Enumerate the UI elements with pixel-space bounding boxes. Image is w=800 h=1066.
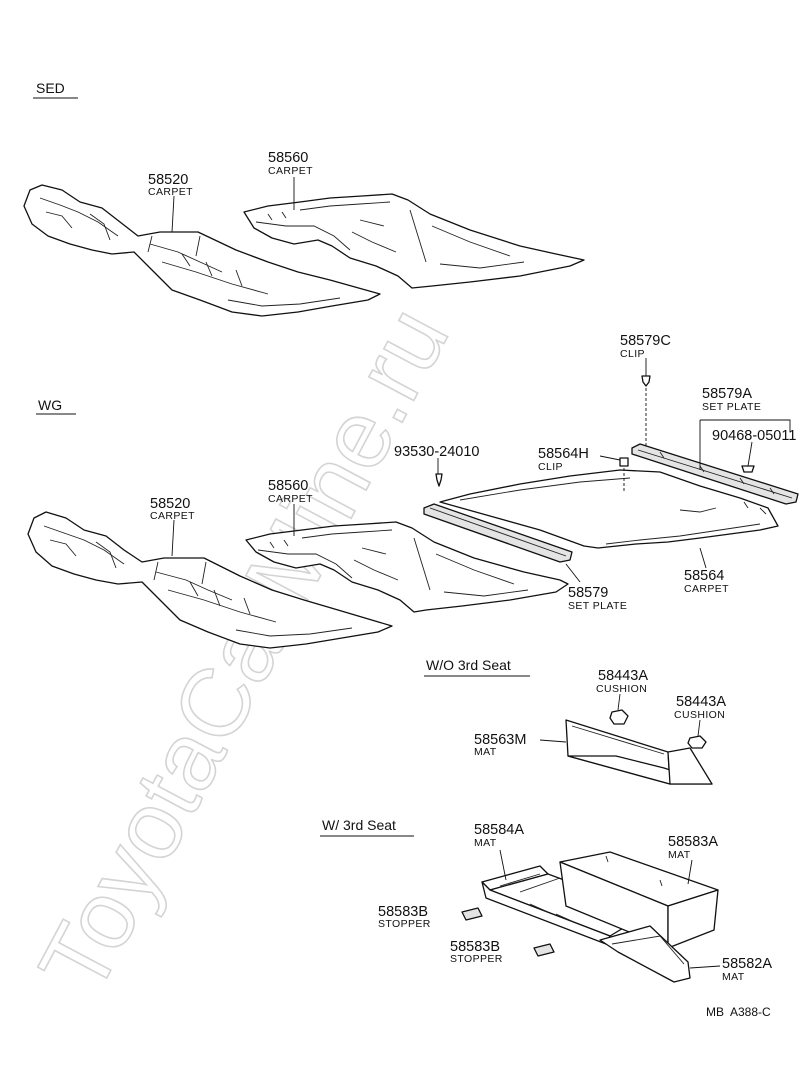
label-58443a-1: 58443A — [598, 668, 648, 684]
label-58560-wg: 58560 — [268, 478, 308, 494]
desc-58579c: CLIP — [620, 348, 645, 360]
cushion-58443a-1 — [609, 709, 629, 725]
leader-58520-sed — [171, 195, 175, 233]
label-58563m: 58563M — [474, 732, 526, 748]
section-sed: SED 58560 CARPET — [23, 80, 585, 317]
leader-58584a — [499, 849, 507, 881]
desc-58583b-1: STOPPER — [378, 918, 431, 930]
desc-58584a: MAT — [474, 837, 497, 849]
clip-58579c — [641, 375, 651, 387]
label-58443a-2: 58443A — [676, 694, 726, 710]
leader-58579 — [565, 563, 581, 583]
leader-58564 — [699, 547, 707, 569]
desc-58560-sed: CARPET — [268, 165, 313, 177]
carpet-58564 — [439, 469, 779, 549]
desc-58564h: CLIP — [538, 461, 563, 473]
mat-58583a — [559, 851, 719, 949]
leader-58520-wg — [171, 519, 175, 557]
carpet-58560-sed — [243, 193, 585, 289]
carpet-58520-wg — [27, 511, 393, 649]
desc-58520-sed: CARPET — [148, 186, 193, 198]
leader-58563m — [539, 739, 567, 743]
leader-90468 — [747, 441, 753, 467]
desc-58579a: SET PLATE — [702, 401, 761, 413]
stopper-58583b-1 — [461, 907, 483, 921]
label-58579a: 58579A — [702, 386, 752, 402]
label-58582a: 58582A — [722, 956, 772, 972]
carpet-58520-sed — [23, 184, 381, 317]
label-58583b-2: 58583B — [450, 939, 500, 955]
mat-58582a — [599, 925, 691, 983]
label-58579: 58579 — [568, 585, 608, 601]
desc-58443a-1: CUSHION — [596, 683, 647, 695]
desc-58582a: MAT — [722, 971, 745, 983]
leader-58582a — [689, 965, 721, 969]
set-plate-58579 — [423, 503, 573, 563]
clip-58564h — [619, 457, 629, 467]
leader-58443a-1 — [617, 693, 621, 711]
label-58520-wg: 58520 — [150, 496, 190, 512]
desc-58563m: MAT — [474, 746, 497, 758]
diagram-code: MB A388-C — [706, 1005, 771, 1019]
watermark-text: ToyotaCarMine.ru — [19, 291, 469, 1010]
carpet-58560-wg — [245, 521, 569, 613]
leader-58583a — [687, 859, 693, 885]
mat-58563m — [565, 719, 713, 785]
leader-58443a-2 — [697, 719, 701, 737]
desc-58443a-2: CUSHION — [674, 709, 725, 721]
section-label-wg: WG — [38, 397, 62, 413]
desc-58583a: MAT — [668, 849, 691, 861]
cushion-58443a-2 — [687, 735, 707, 749]
bracket-58579a — [699, 419, 791, 470]
stopper-58583b-2 — [533, 943, 555, 957]
label-58583b-1: 58583B — [378, 904, 428, 920]
section-wo-3rd-seat: W/O 3rd Seat 58443A CUSHION 58443A CUSHI… — [424, 657, 726, 785]
desc-58583b-2: STOPPER — [450, 953, 503, 965]
label-58584a: 58584A — [474, 822, 524, 838]
clip-93530-24010 — [435, 473, 443, 487]
section-label-sed: SED — [36, 80, 65, 96]
section-label-w-3rd-seat: W/ 3rd Seat — [322, 817, 396, 833]
label-58583a: 58583A — [668, 834, 718, 850]
leader-58564h — [599, 455, 621, 461]
section-wg: WG — [27, 333, 799, 649]
label-58520-sed: 58520 — [148, 172, 188, 188]
desc-58520-wg: CARPET — [150, 510, 195, 522]
desc-58579: SET PLATE — [568, 600, 627, 612]
set-plate-58579a — [631, 443, 799, 505]
label-58579c: 58579C — [620, 333, 671, 349]
label-58560-sed: 58560 — [268, 150, 308, 166]
label-58564h: 58564H — [538, 446, 589, 462]
label-58564: 58564 — [684, 568, 724, 584]
label-90468-05011: 90468-05011 — [712, 428, 796, 444]
desc-58564: CARPET — [684, 583, 729, 595]
label-93530-24010: 93530-24010 — [394, 444, 479, 460]
desc-58560-wg: CARPET — [268, 493, 313, 505]
clip-90468-05011 — [741, 465, 755, 473]
section-w-3rd-seat: W/ 3rd Seat — [320, 817, 772, 983]
section-label-wo-3rd-seat: W/O 3rd Seat — [426, 657, 511, 673]
